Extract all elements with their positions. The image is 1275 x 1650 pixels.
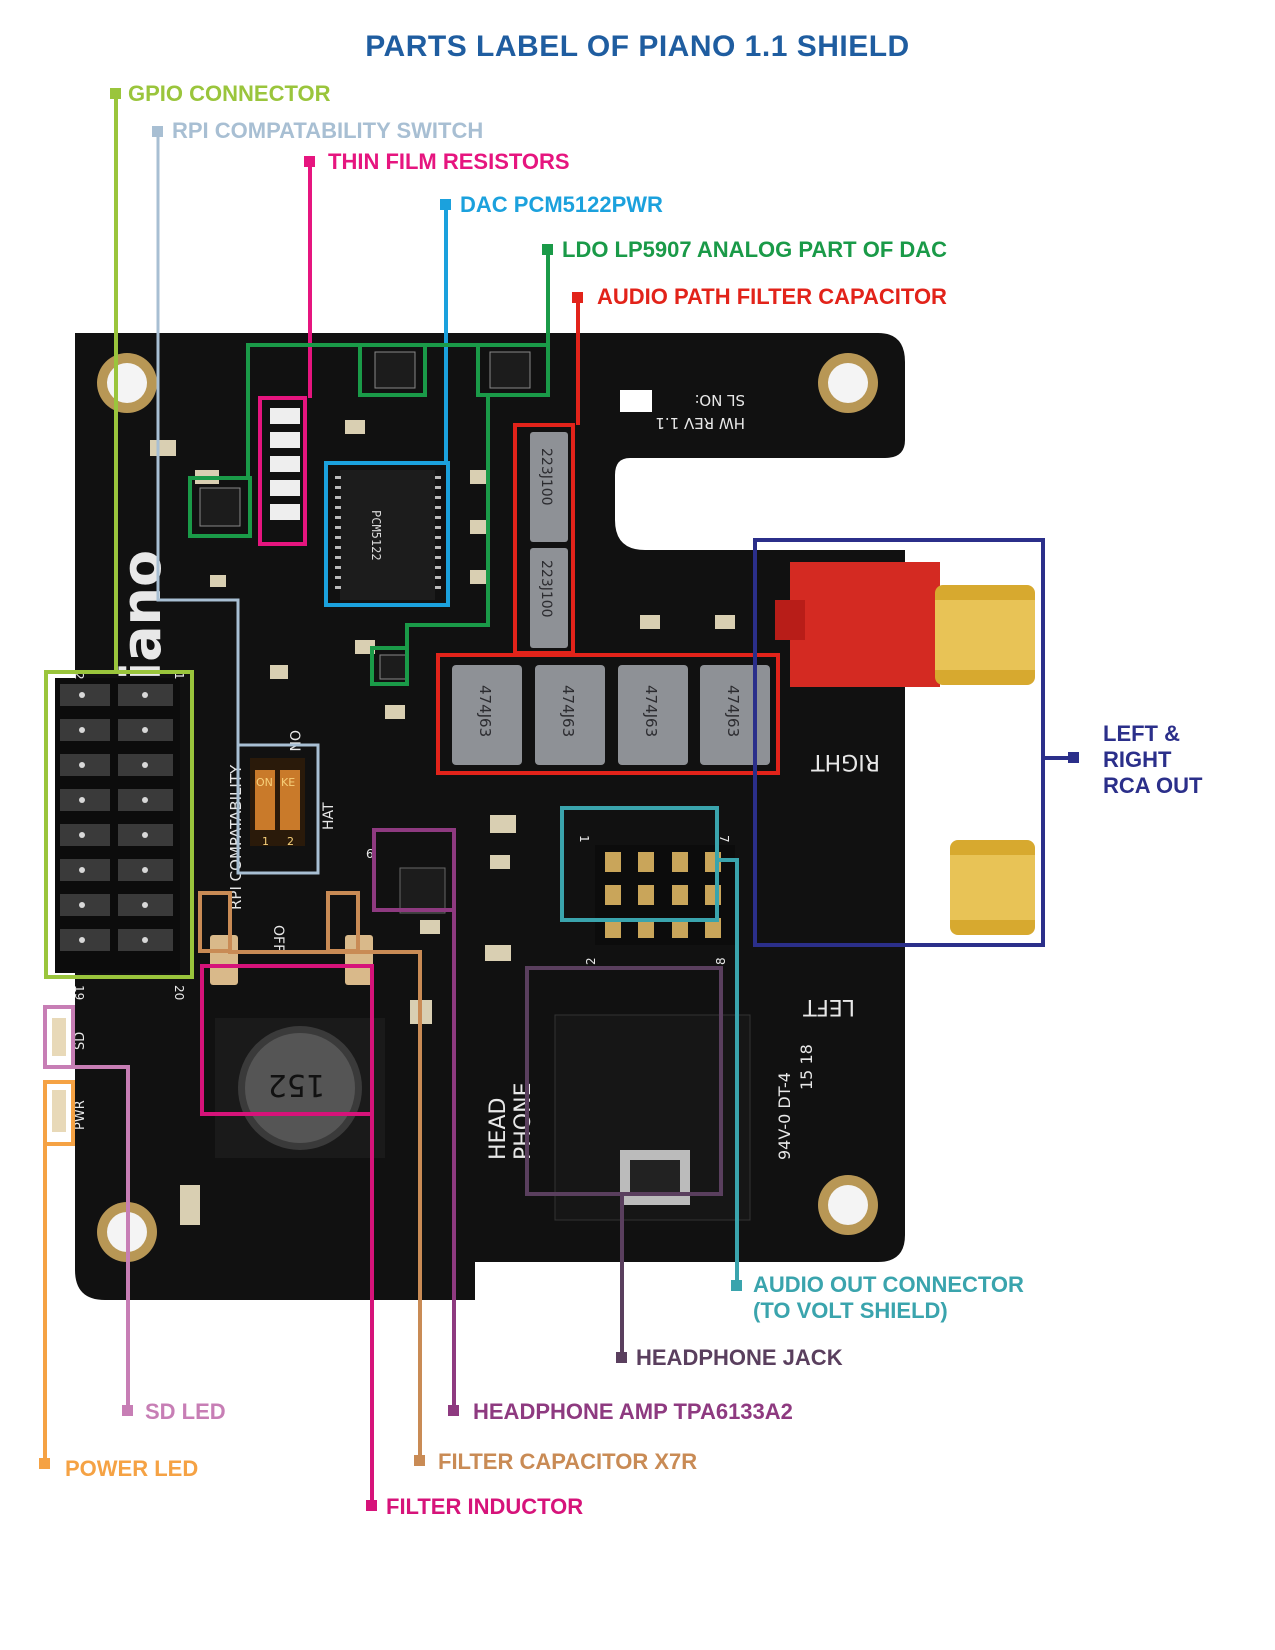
dac-chip-marking: PCM5122 — [369, 510, 383, 561]
hdr-7-silk: 7 — [717, 835, 731, 843]
pin6-silk: 6 — [366, 847, 374, 861]
switch-1-label: 1 — [262, 835, 269, 848]
phone-silk: PHONE — [511, 1083, 536, 1160]
label-headphone-jack: HEADPHONE JACK — [636, 1345, 843, 1370]
x7r-cap-1 — [210, 935, 238, 985]
page-title: PARTS LABEL OF PIANO 1.1 SHIELD — [365, 30, 910, 63]
hw-rev-silk: HW REV 1.1 — [655, 414, 745, 432]
label-ldo: LDO LP5907 ANALOG PART OF DAC — [562, 237, 947, 262]
cap-474-3-marking: 474J63 — [642, 685, 660, 737]
audio-out-header: 2 8 1 7 — [577, 835, 735, 965]
mounting-hole-tr — [818, 353, 878, 413]
label-x7r: FILTER CAPACITOR X7R — [438, 1449, 697, 1474]
thin-film-resistor-array — [270, 408, 300, 520]
serial-sticker — [620, 390, 652, 412]
switch-on-label: ON — [256, 776, 273, 789]
label-rca-2: RIGHT — [1103, 747, 1172, 772]
cap-223-b-marking: 223J100 — [538, 560, 554, 618]
hdr-2-silk: 2 — [584, 957, 598, 965]
switch-ke-label: KE — [281, 776, 295, 789]
pwr-led-part — [52, 1090, 66, 1132]
smd-components — [150, 420, 735, 1225]
head-silk: HEAD — [486, 1098, 511, 1160]
inductor-callout — [200, 964, 377, 1511]
gpio-header: 2 1 19 20 — [55, 672, 186, 1000]
sl-no-silk: SL NO: — [695, 391, 745, 409]
cap-474-1-marking: 474J63 — [476, 685, 494, 737]
switch-2-label: 2 — [287, 835, 294, 848]
x7r-cap-2 — [345, 935, 373, 985]
on-silk: ON — [286, 730, 302, 752]
thin-film-callout — [258, 156, 315, 546]
off-silk: OFF — [270, 925, 286, 952]
gpio-callout — [44, 88, 194, 979]
left-silk: LEFT — [803, 994, 855, 1019]
label-headphone-amp: HEADPHONE AMP TPA6133A2 — [473, 1399, 793, 1424]
label-sd-led: SD LED — [145, 1399, 226, 1424]
headphone-amp-chip — [399, 867, 446, 914]
ldo-chip-top1 — [374, 351, 416, 389]
label-rpi-switch: RPI COMPATABILITY SWITCH — [172, 118, 483, 143]
hat-silk: HAT — [321, 802, 337, 830]
rca-connectors: RIGHT — [775, 560, 1035, 935]
ldo-chip-bottom — [379, 654, 409, 680]
headphone-jack-part: HEAD PHONE LEFT 94V-0 DT-4 15 18 — [486, 994, 855, 1221]
hdr-8-silk: 8 — [714, 957, 728, 965]
cap-474-4-marking: 474J63 — [724, 685, 742, 737]
dac-callout — [324, 199, 451, 607]
mounting-hole-br — [818, 1175, 878, 1235]
audio-out-callout — [560, 806, 742, 1291]
label-audio-cap: AUDIO PATH FILTER CAPACITOR — [597, 284, 947, 309]
rca-callout — [753, 538, 1079, 947]
audio-cap-callout — [436, 292, 780, 775]
hdr-1-silk: 1 — [577, 835, 591, 843]
power-led-callout — [39, 1080, 75, 1469]
ul-silk: 94V-0 DT-4 — [775, 1072, 794, 1160]
gpio-pin1-silk: 1 — [172, 672, 186, 680]
headphone-jack-callout — [525, 966, 723, 1363]
dac-chip: PCM5122 — [335, 470, 441, 600]
audio-filter-capacitors: 223J100 223J100 474J63 474J63 474J63 474… — [452, 432, 770, 765]
sd-silk: SD — [73, 1032, 88, 1050]
label-dac: DAC PCM5122PWR — [460, 192, 663, 217]
date-silk: 15 18 — [797, 1044, 816, 1090]
rpi-switch-callout — [152, 126, 320, 875]
x7r-callout — [198, 891, 425, 1466]
label-rca-3: RCA OUT — [1103, 773, 1203, 798]
sd-led-callout — [43, 1005, 133, 1416]
label-power-led: POWER LED — [65, 1456, 198, 1481]
label-inductor: FILTER INDUCTOR — [386, 1494, 583, 1519]
gpio-pin19-silk: 19 — [72, 985, 86, 1000]
inductor-part: 152 — [215, 1018, 385, 1158]
ldo-callout — [188, 244, 553, 686]
label-thin-film: THIN FILM RESISTORS — [328, 149, 570, 174]
inductor-marking: 152 — [268, 1067, 325, 1102]
mounting-hole-tl — [97, 353, 157, 413]
label-audio-out-1: AUDIO OUT CONNECTOR — [753, 1272, 1024, 1297]
sd-led-part — [52, 1018, 66, 1056]
rpi-compat-silk: RPI COMPATABILITY — [227, 764, 245, 910]
ldo-chip-top2 — [489, 351, 531, 389]
label-rca-1: LEFT & — [1103, 721, 1180, 746]
gpio-pin2-silk: 2 — [72, 672, 86, 680]
ldo-chip-left — [199, 487, 241, 527]
label-audio-out-2: (TO VOLT SHIELD) — [753, 1298, 948, 1323]
label-gpio: GPIO CONNECTOR — [128, 81, 331, 106]
pwr-silk: PWR — [73, 1100, 88, 1130]
dip-switch: ON KE 1 2 — [250, 758, 305, 848]
cap-223-a-marking: 223J100 — [538, 448, 554, 506]
right-silk: RIGHT — [811, 749, 880, 774]
headphone-amp-callout — [372, 828, 459, 1416]
gpio-pin20-silk: 20 — [172, 985, 186, 1000]
cap-474-2-marking: 474J63 — [559, 685, 577, 737]
